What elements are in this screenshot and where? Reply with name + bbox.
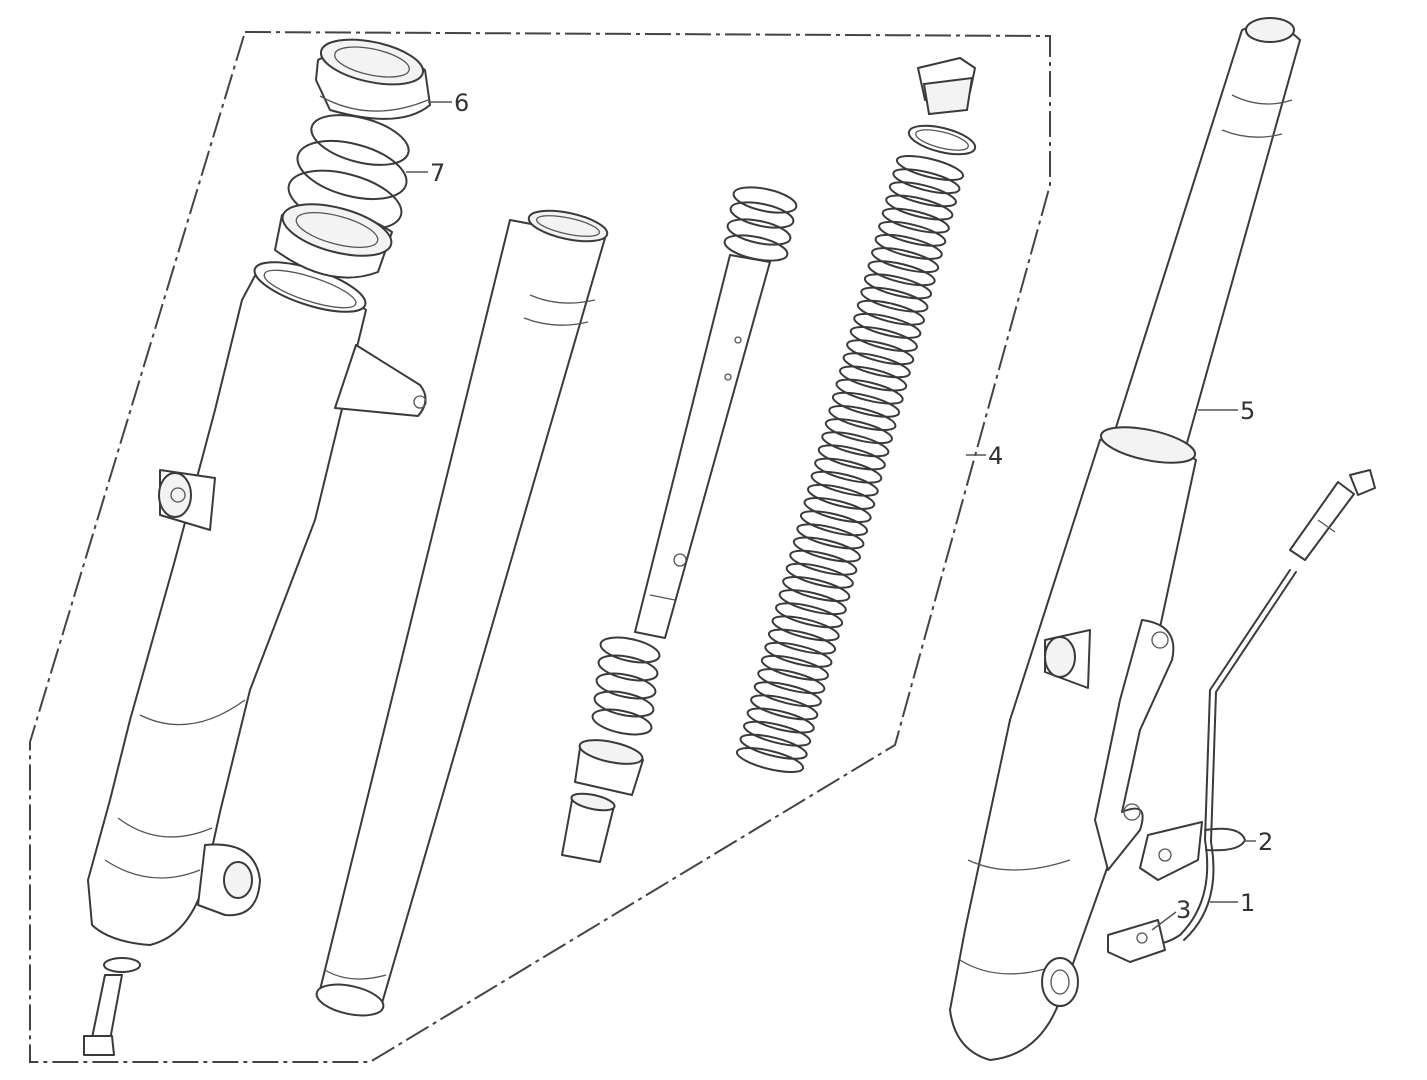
spring-coil [810,470,879,497]
spring-coil [735,747,805,773]
right-fork-assembly-5 [949,17,1301,1061]
spring-coil [782,576,851,602]
spring-coil [892,168,961,195]
spring-coil [778,589,847,616]
fork-bushings-7 [274,114,410,279]
damper-rod [634,254,771,639]
spring-coil [817,444,886,471]
spring-coil [796,523,865,550]
spring-coil [775,602,844,629]
inner-fork-tube [315,209,609,1017]
callout-5: 5 [1240,397,1255,425]
abs-sensor-3 [1107,919,1166,963]
callout-4: 4 [988,442,1003,470]
spring-coil [764,641,833,668]
spring-coil [771,615,840,642]
rebound-spring-bottom [591,636,661,736]
fork-main-spring [735,155,965,773]
spring-coil [753,681,822,708]
spring-coil [863,273,933,300]
spring-coil [853,312,922,339]
spring-coil [881,207,950,234]
assembly-boundary-4 [29,30,1051,1063]
spring-coil [835,378,904,405]
spring-coil [885,194,954,221]
left-fork-outer-tube [83,261,427,1056]
spring-coil [842,352,911,379]
callout-3: 3 [1176,896,1191,924]
spring-coil [839,365,908,392]
spring-coil [807,483,876,510]
spring-coil [824,418,893,445]
spring-coil [789,549,858,576]
spring-coil [821,431,890,458]
spring-coil [757,668,826,695]
spring-coil [846,339,915,366]
spring-coil [874,233,943,260]
callout-7: 7 [430,159,445,187]
abs-sensor-cable-1 [1151,469,1376,945]
callout-1: 1 [1240,889,1255,917]
damper-bushings [561,739,644,863]
spring-coil [831,391,901,418]
spring-coil [888,181,957,208]
spring-coil [814,457,883,484]
spring-coil [860,286,929,313]
spring-coil [746,707,815,734]
spring-coil [803,497,872,523]
callout-2: 2 [1258,828,1273,856]
spring-coil [785,562,854,589]
sensor-bracket-2 [1139,821,1246,881]
spring-coil [750,694,819,721]
spring-coil [760,654,829,681]
spring-coil [849,326,918,352]
spring-coil [739,733,808,760]
spring-coil [871,247,940,274]
callout-6: 6 [454,89,469,117]
spring-coil [828,405,897,431]
rebound-spring-top [723,186,798,262]
leader-line-3 [1151,911,1177,931]
spring-coil [895,155,965,181]
spring-coil [878,220,947,247]
spring-coil [867,260,936,287]
spring-coil [792,536,861,563]
spring-coil [767,628,837,655]
spring-coil [743,720,812,747]
fork-top-cap [907,57,977,156]
spring-coil [799,510,869,537]
spring-coil [856,299,925,326]
top-seal-cap-6 [315,38,431,120]
